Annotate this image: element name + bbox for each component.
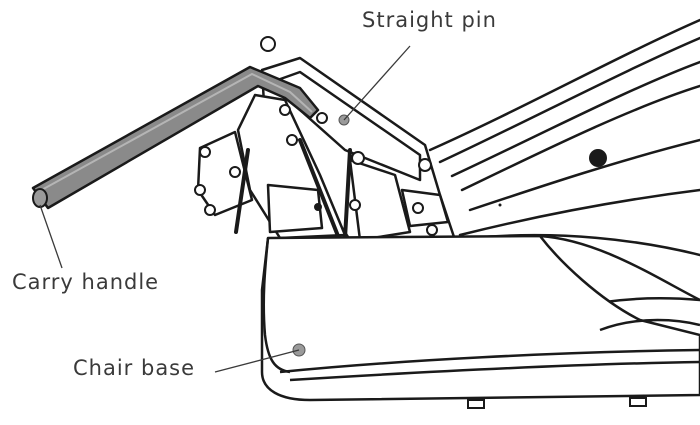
base-feet bbox=[467, 397, 647, 409]
mechanism-bolts bbox=[194, 36, 438, 236]
straight-pin-label: Straight pin bbox=[362, 8, 497, 32]
leader-lines bbox=[39, 45, 411, 373]
chair-base-shell bbox=[260, 234, 700, 402]
carry-handle bbox=[31, 65, 320, 210]
carry-handle-label: Carry handle bbox=[12, 270, 160, 294]
chair-base-label: Chair base bbox=[73, 356, 196, 380]
backrest-knob bbox=[589, 149, 607, 167]
mechanism-struts bbox=[234, 138, 352, 240]
